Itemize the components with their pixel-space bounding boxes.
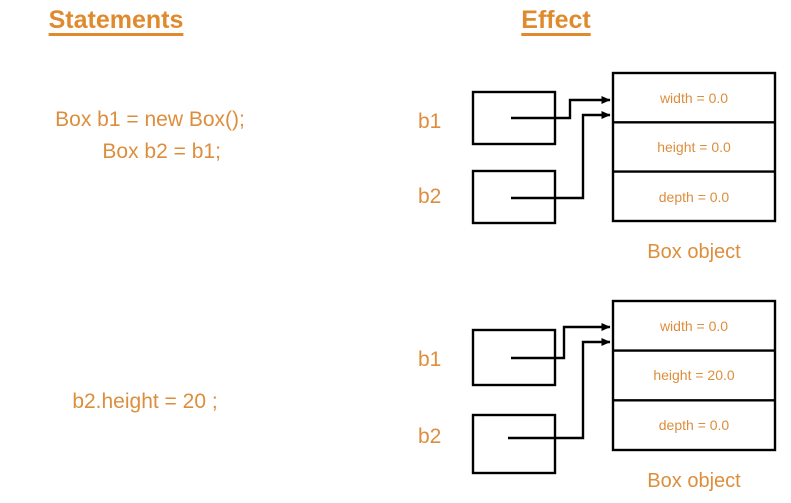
object-field-depth-row2: depth = 0.0 [659,417,730,433]
variable-label-b1-row1: b1 [418,110,441,133]
reference-arrow-b2-row2 [508,338,611,440]
object-field-width-row2: width = 0.0 [659,318,728,334]
variable-box-b2-row2 [471,413,557,475]
object-field-width-row1: width = 0.0 [659,90,728,106]
reference-arrow-b1-row1 [511,96,611,120]
reference-arrow-b2-row1 [511,111,611,200]
reference-arrow-b1-row2 [511,323,611,360]
object-field-depth-row1: depth = 0.0 [659,189,730,205]
object-box-row1 [611,71,777,223]
statement-block-2: b2.height = 20 ; [72,390,218,413]
column-header-effect: Effect [521,6,591,34]
variable-label-b2-row1: b2 [418,185,441,208]
diagram-row-2: b1 b2 width = 0.0 height = 20.0 depth = … [418,299,777,492]
variable-label-b1-row2: b1 [418,348,441,371]
object-caption-row2: Box object [647,470,741,492]
object-box-row2 [611,299,777,452]
diagram-row-1: b1 b2 width = 0.0 height = 0.0 depth = 0… [418,71,777,263]
statement-block-1: Box b1 = new Box(); Box b2 = b1; [55,108,245,163]
variable-label-b2-row2: b2 [418,425,441,448]
object-caption-row1: Box object [647,241,741,263]
object-field-height-row1: height = 0.0 [657,139,731,155]
object-field-height-row2: height = 20.0 [653,367,735,383]
column-header-statements: Statements [48,6,184,34]
